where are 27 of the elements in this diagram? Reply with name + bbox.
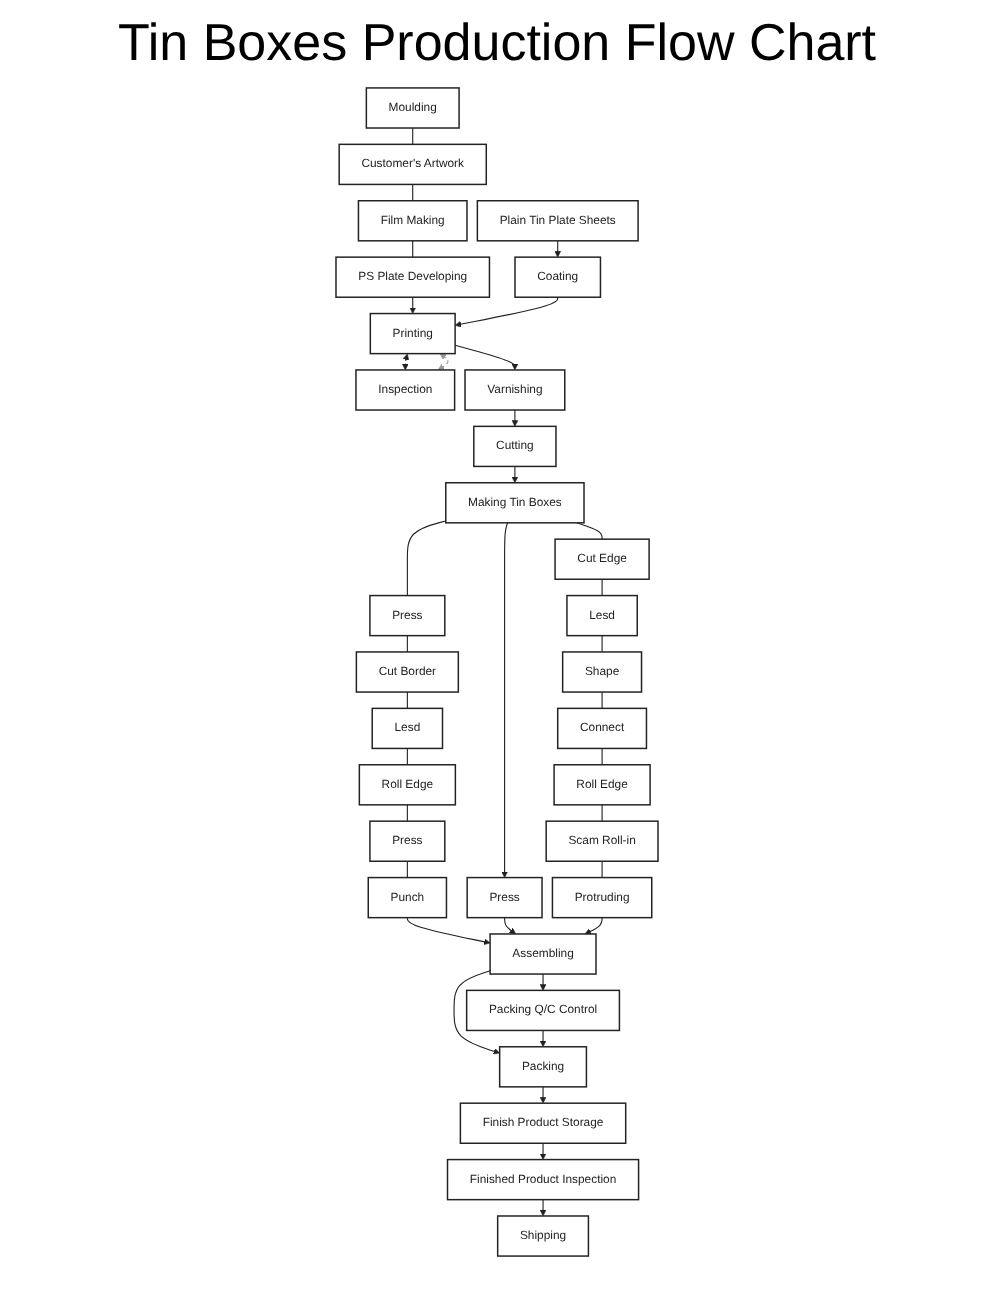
arrow [454, 296, 559, 328]
arrow [584, 917, 603, 935]
connector [601, 635, 603, 653]
arrow [539, 1142, 547, 1160]
arrow [402, 353, 410, 371]
connector [601, 860, 603, 879]
arrow [539, 1199, 547, 1217]
arrow [409, 296, 416, 314]
arrow [554, 240, 561, 258]
connector [601, 578, 603, 597]
arrow [511, 465, 519, 484]
arrow [539, 1029, 547, 1048]
arrow [511, 409, 519, 427]
arrow [437, 353, 449, 371]
arrow [453, 970, 500, 1055]
arrow [539, 973, 547, 991]
arrow [501, 522, 509, 878]
arrow [454, 344, 519, 371]
connector [601, 747, 603, 766]
connector [601, 691, 603, 709]
arrow [406, 917, 491, 945]
connector [576, 522, 603, 540]
chart-title: Tin Boxes Production Flow Chart [115, 12, 879, 74]
arrow [539, 1086, 547, 1104]
connector [406, 520, 447, 597]
connector [601, 804, 603, 822]
arrow [504, 917, 516, 935]
